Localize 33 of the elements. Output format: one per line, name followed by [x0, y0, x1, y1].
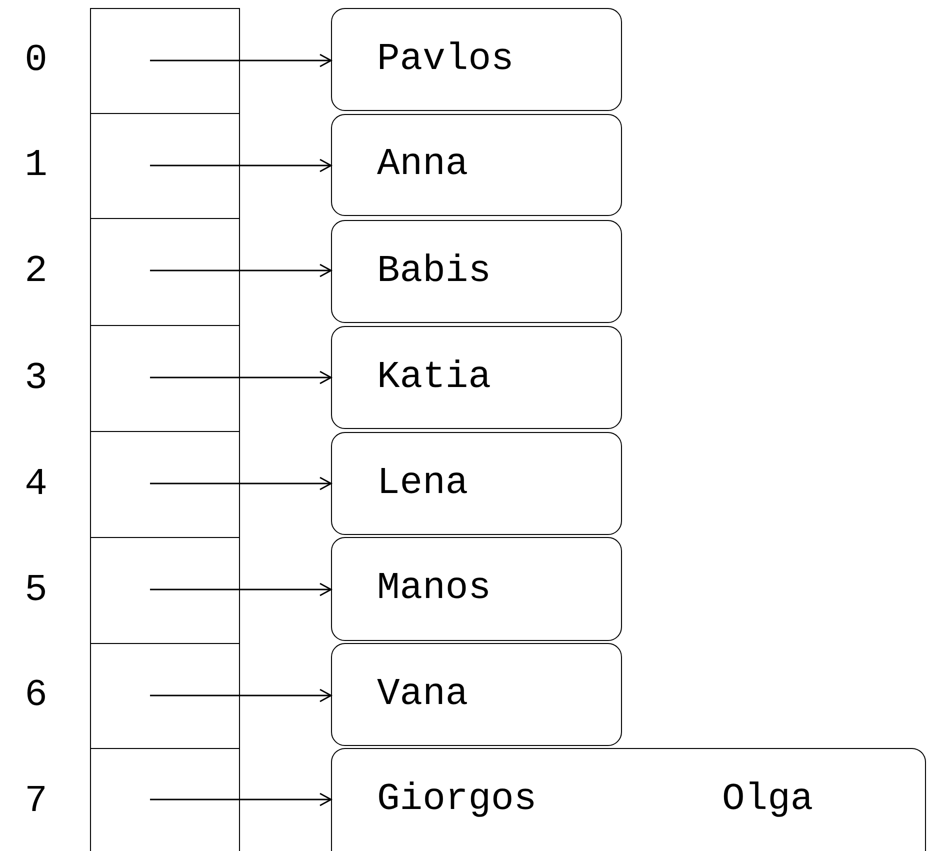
name-box — [331, 432, 622, 535]
arrow — [150, 582, 332, 596]
name-text: Babis — [377, 252, 492, 290]
index-label: 7 — [24, 782, 48, 820]
arrow — [150, 476, 332, 490]
name-text: Giorgos — [377, 781, 537, 819]
name-box — [331, 8, 622, 111]
name-text: Pavlos — [377, 40, 514, 78]
name-text: Vana — [377, 676, 468, 714]
name-text: Anna — [377, 146, 468, 184]
index-label: 3 — [24, 360, 48, 398]
name-box — [331, 326, 622, 429]
index-label: 2 — [24, 253, 48, 291]
arrow — [150, 370, 332, 384]
arrow — [150, 264, 332, 278]
name-box — [331, 748, 926, 851]
name-text: Olga — [722, 781, 814, 819]
name-box — [331, 643, 622, 746]
name-text: Manos — [377, 570, 492, 608]
name-box — [331, 537, 622, 641]
name-text: Lena — [377, 464, 468, 502]
arrow — [150, 792, 332, 806]
arrow — [150, 54, 332, 68]
name-box — [331, 220, 622, 323]
arrow — [150, 688, 332, 702]
index-label: 0 — [24, 42, 48, 80]
index-label: 4 — [24, 466, 48, 504]
name-text: Katia — [377, 358, 492, 396]
index-label: 1 — [24, 147, 48, 185]
arrow — [150, 158, 332, 172]
index-label: 6 — [24, 677, 48, 715]
name-box — [331, 114, 622, 216]
index-label: 5 — [24, 572, 48, 610]
